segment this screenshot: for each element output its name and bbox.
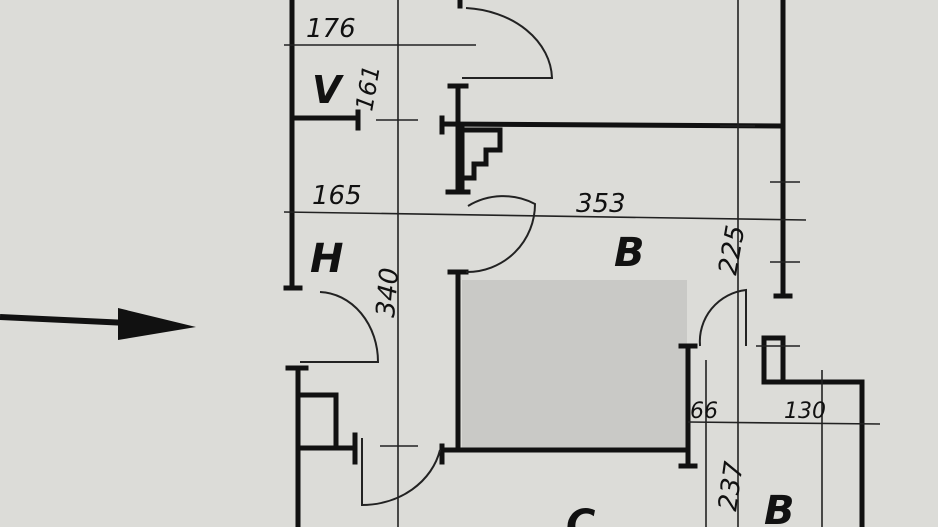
room-b-upper-label: B (614, 230, 645, 276)
dim-165-label: 165 (312, 181, 362, 211)
dim-176-label: 176 (306, 14, 356, 44)
room-b-lower-label: B (764, 488, 795, 527)
shaded-area (462, 280, 687, 450)
dim-130-label: 130 (784, 399, 826, 424)
door-swings (300, 7, 747, 507)
room-v-label: V (312, 68, 344, 112)
room-c-label: C (566, 502, 595, 527)
walls (283, 0, 865, 527)
dim-237-label: 237 (713, 459, 750, 513)
dim-340-label: 340 (371, 267, 405, 319)
stair (459, 125, 503, 193)
dimension-lines (283, 0, 881, 527)
dim-66-label: 66 (690, 399, 718, 424)
dim-353-label: 353 (576, 189, 626, 219)
entry-arrow-icon (0, 308, 196, 340)
room-h-label: H (310, 236, 343, 282)
